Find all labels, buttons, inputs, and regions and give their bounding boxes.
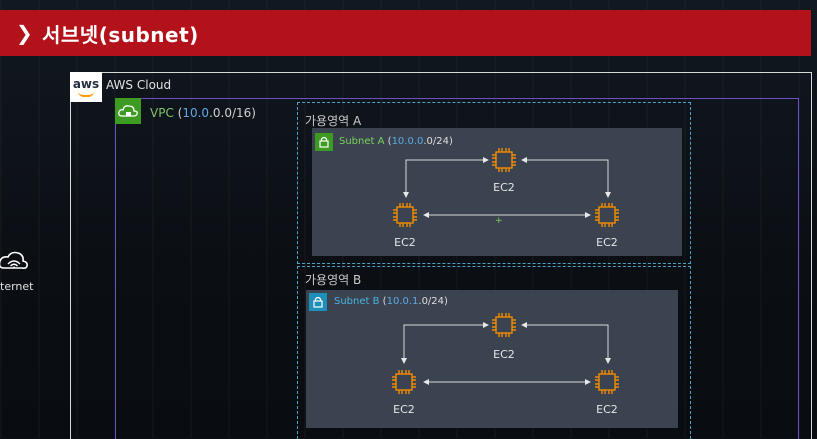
- aws-cloud-boundary: [70, 72, 812, 439]
- subnet-a-cidr-highlight: 10.0.0: [391, 136, 424, 147]
- subnet-a-name: Subnet A: [339, 136, 385, 147]
- availability-zone-b: [297, 266, 691, 439]
- link-b-top-left: [401, 322, 489, 364]
- page-title: 서브넷(subnet): [42, 22, 199, 47]
- ec2-chip-icon: [393, 203, 417, 227]
- ec2-label: EC2: [393, 403, 415, 416]
- ec2-chip-icon: [492, 313, 516, 337]
- subnet-b-cidr-highlight: 10.0.1: [386, 296, 419, 307]
- subnet-b-name: Subnet B: [334, 296, 380, 307]
- link-a-top-left: [403, 157, 489, 198]
- ec2-chip-icon: [492, 148, 516, 172]
- ec2-chip-icon: [595, 370, 619, 394]
- subnet-b-cidr-open: (: [382, 296, 387, 307]
- ec2-label: EC2: [493, 348, 515, 361]
- vpc-cidr-open: (: [177, 106, 183, 120]
- vpc-cloud-icon: [115, 98, 141, 124]
- vpc-cidr-highlight: 10.0: [182, 106, 210, 120]
- link-a-top-right: [521, 157, 611, 198]
- cursor-mark: +: [495, 216, 503, 226]
- vpc-cidr-rest: .0.0/16): [209, 106, 256, 120]
- aws-logo-text: aws: [72, 77, 100, 91]
- title-bar: ❯ 서브넷(subnet): [0, 10, 811, 56]
- subnet-a-cidr-rest: .0/24): [423, 136, 453, 147]
- subnet-a-label: Subnet A (10.0.0.0/24): [339, 136, 453, 147]
- vpc-cidr: (10.0.0.0/16): [178, 106, 256, 120]
- ec2-chip-icon: [392, 370, 416, 394]
- vpc-label: VPC (10.0.0.0/16): [150, 106, 256, 120]
- subnet-b-cidr-rest: .0/24): [418, 296, 448, 307]
- aws-logo-smile: [78, 91, 94, 97]
- subnet-a-cidr: (10.0.0.0/24): [388, 136, 453, 147]
- aws-logo: aws: [70, 72, 102, 102]
- subnet-b-label: Subnet B (10.0.1.0/24): [334, 296, 448, 307]
- link-b-top-right: [521, 322, 611, 364]
- ec2-label: EC2: [493, 181, 515, 194]
- vpc-name: VPC: [150, 106, 174, 120]
- subnet-a: [312, 128, 682, 256]
- subnet-a-cidr-open: (: [387, 136, 392, 147]
- availability-zone-a-label: 가용영역 A: [305, 114, 362, 128]
- ec2-label: EC2: [596, 236, 618, 249]
- ec2-chip-icon: [595, 203, 619, 227]
- vpc-boundary: [115, 98, 799, 439]
- internet-cloud-icon: [0, 251, 28, 270]
- ec2-label: EC2: [596, 403, 618, 416]
- lock-icon: [315, 133, 333, 151]
- availability-zone-a: [297, 102, 691, 264]
- ec2-label: EC2: [394, 236, 416, 249]
- chevron-right-icon: ❯: [16, 21, 33, 45]
- subnet-b: [306, 290, 678, 428]
- internet-label: ternet: [0, 280, 34, 293]
- availability-zone-b-label: 가용영역 B: [305, 273, 362, 287]
- subnet-b-cidr: (10.0.1.0/24): [383, 296, 448, 307]
- aws-cloud-label: AWS Cloud: [106, 78, 172, 92]
- lock-icon: [309, 293, 327, 311]
